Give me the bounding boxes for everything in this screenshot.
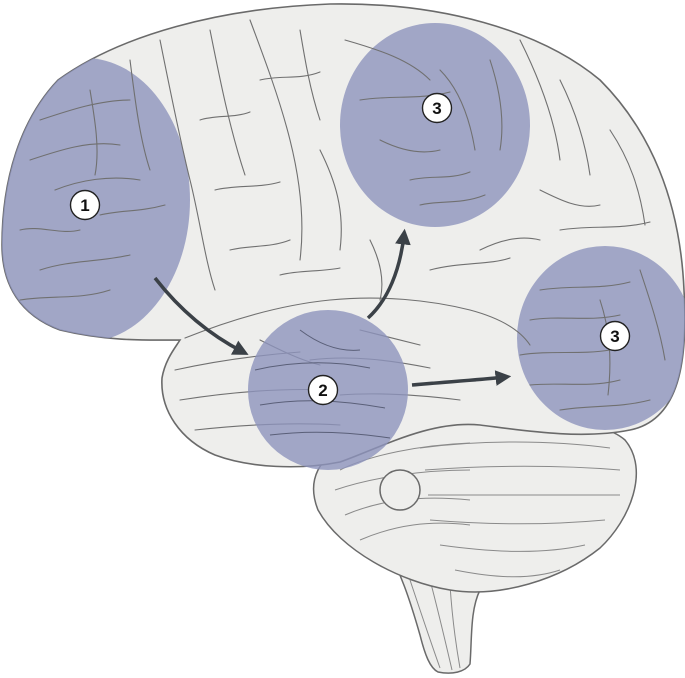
arrow-2-to-3-parietal bbox=[366, 228, 411, 320]
region-3-parietal-highlight bbox=[340, 23, 530, 227]
region-1-number: 1 bbox=[80, 196, 89, 215]
region-2-label: 2 bbox=[307, 374, 339, 406]
region-1-label: 1 bbox=[69, 189, 101, 221]
cerebellum-nucleus bbox=[379, 469, 421, 511]
region-2-number: 2 bbox=[318, 381, 327, 400]
arrow-2-to-3-occipital bbox=[411, 370, 512, 387]
region-3-parietal-number: 3 bbox=[432, 99, 441, 118]
arrow-1-to-2 bbox=[153, 276, 249, 355]
brainstem-lines bbox=[409, 579, 461, 671]
region-3-occipital-number: 3 bbox=[610, 327, 619, 346]
region-3-parietal-label: 3 bbox=[421, 92, 453, 124]
region-3-occipital-label: 3 bbox=[599, 320, 631, 352]
